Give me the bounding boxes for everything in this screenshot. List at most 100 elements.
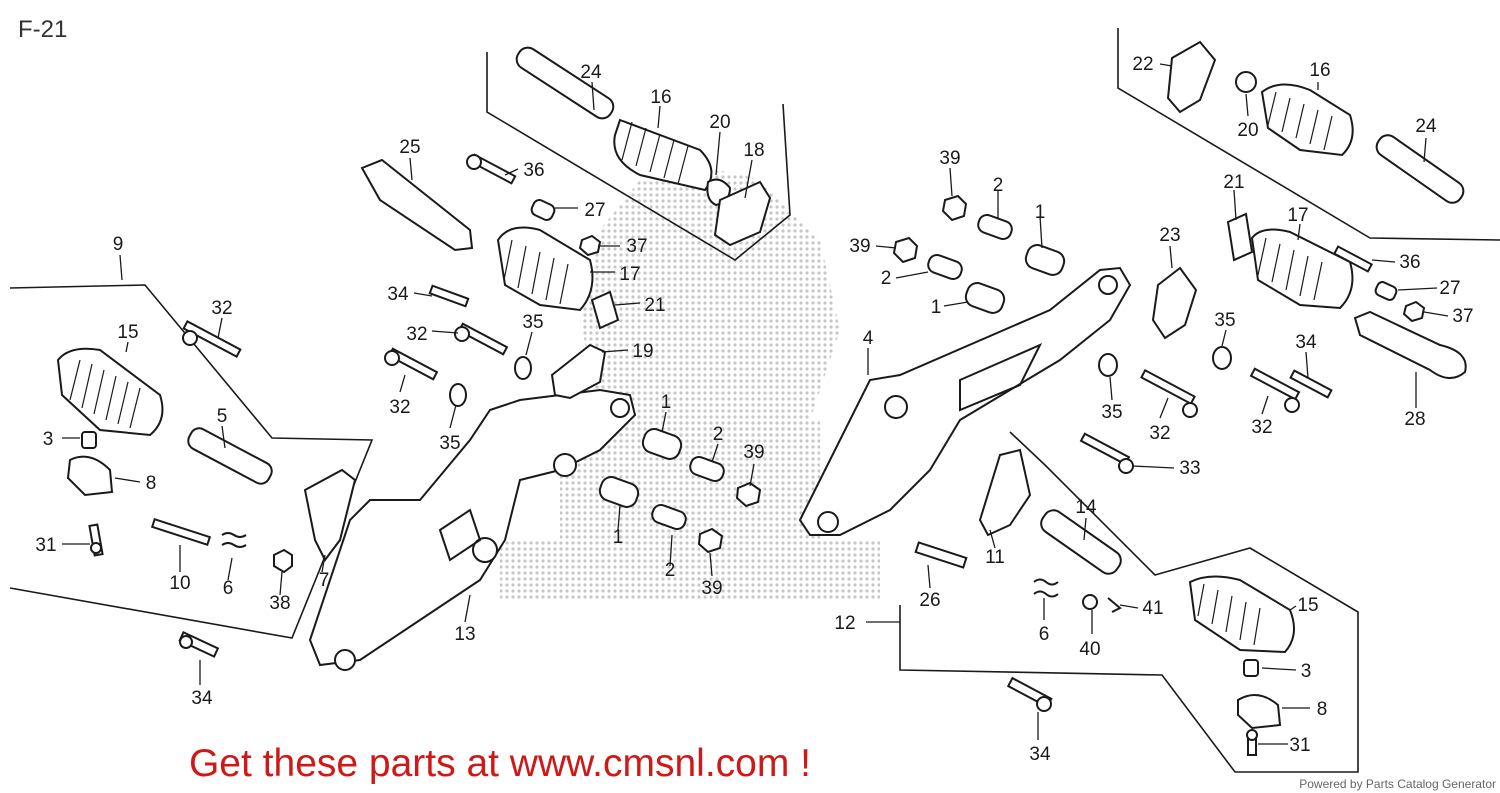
footpeg-25 xyxy=(360,158,474,252)
spacer-3-right xyxy=(1243,659,1259,677)
bolt-36-top xyxy=(466,153,517,185)
washer-35-top-a xyxy=(514,356,532,380)
callout: 27 xyxy=(584,200,605,221)
collar-2-a xyxy=(689,455,725,483)
footpeg-rubber-17-right xyxy=(1250,228,1354,310)
footpeg-28 xyxy=(1353,310,1467,379)
bolt-32-right-a xyxy=(1249,367,1301,413)
footpeg-rubber-17-top xyxy=(496,226,594,312)
callout: 34 xyxy=(191,688,213,709)
spring-holder-8-right xyxy=(1237,694,1282,730)
plate-21-right xyxy=(1226,212,1254,262)
callout: 35 xyxy=(1101,402,1122,423)
bolt-31-left xyxy=(88,523,104,557)
callout: 32 xyxy=(211,298,232,319)
bolt-34-left xyxy=(178,631,220,658)
callout: 11 xyxy=(985,547,1005,568)
bracket-13-left xyxy=(308,388,637,671)
washer-35-right-a xyxy=(1212,346,1232,370)
left-footpeg-assembly xyxy=(56,320,357,658)
callout: 2 xyxy=(881,268,892,289)
spring-holder-8-left xyxy=(66,455,114,497)
nut-37-right xyxy=(1402,300,1426,323)
bushing-1-b xyxy=(598,476,640,508)
pivot-pin-5-left xyxy=(187,427,273,485)
callout: 40 xyxy=(1079,639,1100,660)
callout: 17 xyxy=(619,264,640,285)
callout: 4 xyxy=(863,328,874,349)
spring-6-left xyxy=(221,532,247,548)
callout: 28 xyxy=(1404,409,1425,430)
callout: 2 xyxy=(665,560,676,581)
callout: 21 xyxy=(644,295,665,316)
callout: 35 xyxy=(1214,310,1235,331)
nut-37-top xyxy=(578,234,602,257)
nut-38-left xyxy=(273,548,293,574)
watermark-logo xyxy=(500,170,880,600)
callout: 18 xyxy=(743,140,764,161)
bracket-18-top xyxy=(713,180,772,247)
page-title: F-21 xyxy=(18,16,68,43)
outline-bottom-right-group xyxy=(899,431,1359,773)
callout: 24 xyxy=(580,62,602,83)
outline-top-center-group xyxy=(486,52,791,261)
bolt-34-right xyxy=(1289,369,1333,399)
callout: 8 xyxy=(146,473,157,494)
callout: 37 xyxy=(626,236,647,257)
callout: 32 xyxy=(406,324,427,345)
callout: 27 xyxy=(1439,278,1460,299)
promo-text[interactable]: Get these parts at www.cmsnl.com ! xyxy=(188,742,812,785)
callout: 3 xyxy=(43,429,54,450)
promo-link[interactable]: Get these parts at www.cmsnl.com ! xyxy=(0,742,1500,786)
bushing-1-a xyxy=(641,428,683,460)
washer-40 xyxy=(1082,594,1098,610)
collar-2-c xyxy=(977,213,1013,241)
washer-20-right xyxy=(1235,71,1257,93)
bolt-32-top-b xyxy=(384,347,439,381)
bolt-32-right-b xyxy=(1140,368,1198,418)
callout: 34 xyxy=(387,284,409,305)
callout: 6 xyxy=(1039,624,1050,645)
callout: 8 xyxy=(1317,699,1328,720)
collar-2-d xyxy=(927,253,963,281)
pin-10-left xyxy=(150,517,212,547)
spring-6-right xyxy=(1033,578,1059,598)
callout: 17 xyxy=(1287,205,1308,226)
callout: 1 xyxy=(1035,202,1046,223)
callout: 15 xyxy=(117,322,138,343)
callout-labels: 24 16 20 18 36 25 27 37 17 21 34 32 35 1… xyxy=(35,54,1473,765)
nut-39-d xyxy=(892,236,919,264)
pin-26 xyxy=(914,541,968,569)
spacer-27-right xyxy=(1374,281,1398,301)
spacer-3-left xyxy=(81,431,97,449)
top-right-assembly xyxy=(1079,40,1467,474)
callout: 9 xyxy=(113,234,124,255)
callout: 22 xyxy=(1132,54,1153,75)
pivot-pin-24-right xyxy=(1375,134,1465,204)
callout: 1 xyxy=(931,297,942,318)
nut-39-b xyxy=(697,527,724,554)
collar-2-b xyxy=(651,503,687,531)
footpeg-rubber-15-right xyxy=(1188,575,1295,654)
spacer-27-top xyxy=(530,199,556,221)
callout: 39 xyxy=(849,236,870,257)
washer-35-top-b xyxy=(449,383,467,407)
bracket-23 xyxy=(1151,266,1198,340)
callout: 39 xyxy=(743,442,764,463)
callout: 25 xyxy=(399,137,420,158)
top-center-assembly xyxy=(360,46,772,407)
bracket-19 xyxy=(550,343,607,400)
callout: 31 xyxy=(35,535,56,556)
nut-39-c xyxy=(941,194,968,222)
callout: 35 xyxy=(439,433,460,454)
callout: 24 xyxy=(1415,116,1437,137)
callout: 21 xyxy=(1223,172,1244,193)
callout: 14 xyxy=(1075,497,1097,518)
bracket-22 xyxy=(1166,40,1217,114)
plate-21-top xyxy=(590,290,620,330)
callout: 19 xyxy=(632,341,653,362)
pivot-pin-24-top xyxy=(515,46,615,120)
callout: 41 xyxy=(1142,598,1163,619)
callout: 32 xyxy=(1251,417,1272,438)
